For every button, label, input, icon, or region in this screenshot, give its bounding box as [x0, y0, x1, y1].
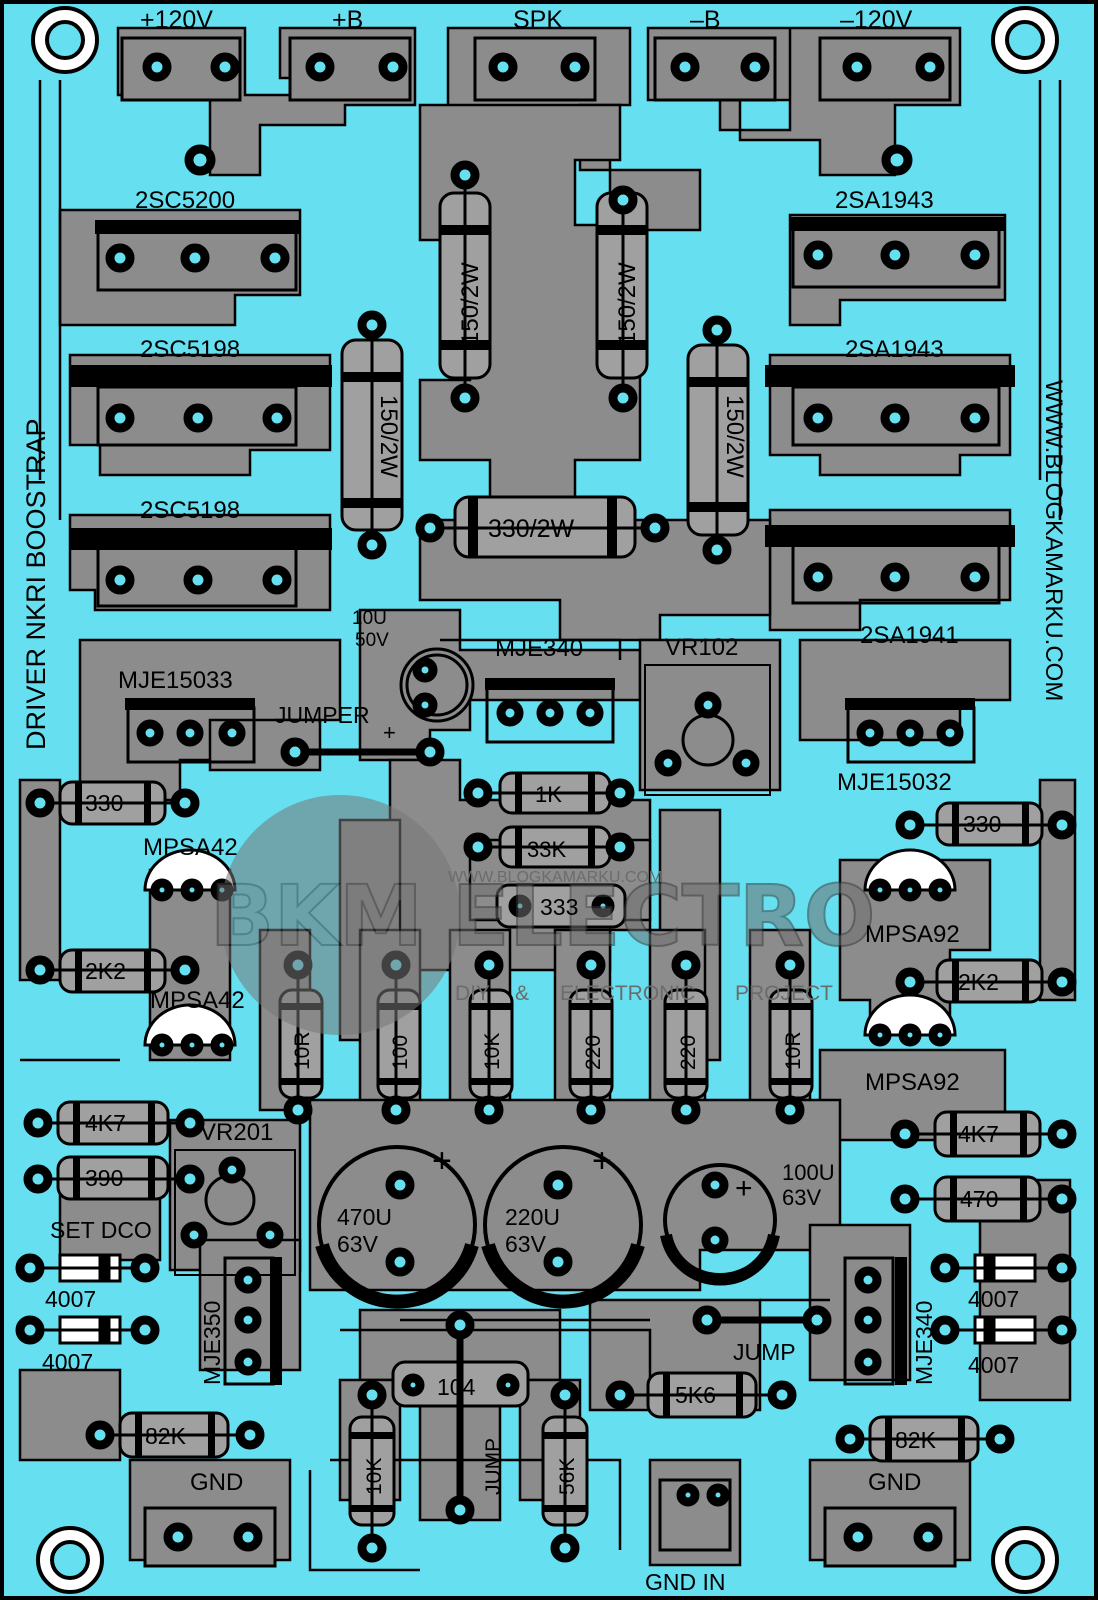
- label-c10u-voltage: 50V: [355, 630, 389, 651]
- label-r82k-right: 82K: [895, 1427, 937, 1453]
- label-2sc5198-a: 2SC5198: [140, 336, 240, 363]
- label-r1k: 1K: [535, 782, 562, 807]
- label-mpsa42-a: MPSA42: [143, 834, 238, 861]
- label-r10r-a: 10R: [291, 1031, 314, 1070]
- board-title: DRIVER NKRI BOOSTRAP: [21, 418, 51, 750]
- label-2sc5198-b: 2SC5198: [140, 497, 240, 524]
- label-gnd-in: GND IN: [645, 1569, 726, 1595]
- label-r330-left: 330: [85, 790, 123, 816]
- label-r150-2: 150/2W: [614, 262, 641, 345]
- label-r150-1: 150/2W: [457, 262, 484, 345]
- label-vr201: VR201: [200, 1119, 273, 1146]
- bkm-electro-watermark: BKM ELECTRO: [209, 795, 876, 1035]
- label-d4007-left-2: 4007: [42, 1349, 93, 1375]
- label-r2k2-left: 2K2: [85, 958, 126, 984]
- label-c100u-voltage: 63V: [782, 1185, 821, 1210]
- watermark-tag-1: DIY: [455, 982, 490, 1005]
- label-2sa1943-b: 2SA1943: [845, 336, 944, 363]
- label-2sa1941: 2SA1941: [860, 622, 959, 649]
- label-d4007-right-2: 4007: [968, 1352, 1019, 1378]
- label-c10u-polarity: +: [383, 720, 396, 745]
- label-r10k-v: 10K: [481, 1033, 504, 1070]
- transistor-labels: 2SC5200 2SC5198 2SC5198 2SA1943 2SA1943 …: [118, 187, 960, 1385]
- label-r150-3: 150/2W: [375, 395, 402, 478]
- electrolytic-caps: [315, 1145, 780, 1309]
- mounting-holes: [31, 6, 1059, 1594]
- label-c470u-polarity: +: [432, 1142, 452, 1180]
- label-c104: 104: [437, 1374, 476, 1400]
- capacitor-labels: 10U 50V + 470U 63V + 220U 63V + 100U 63V…: [337, 608, 835, 1400]
- diode-labels: 4007 4007 4007 4007: [42, 1286, 1019, 1378]
- label-c100u-value: 100U: [782, 1160, 835, 1185]
- label-d4007-right-1: 4007: [968, 1286, 1019, 1312]
- watermark-tag-2: ELECTRONIC: [560, 982, 695, 1005]
- label-mpsa92-a: MPSA92: [865, 921, 960, 948]
- label-mje15032: MJE15032: [837, 769, 952, 796]
- svg-text:BKM ELECTRO: BKM ELECTRO: [210, 867, 875, 965]
- trimmer-bodies: [174, 664, 771, 1276]
- label-mje15033: MJE15033: [118, 667, 233, 694]
- label-r5k6: 5K6: [675, 1382, 716, 1408]
- traces: [20, 80, 1062, 1572]
- trimmer-jumper-labels: VR102 VR201 SET DCO JUMPER JUMP JUMP: [50, 634, 796, 1495]
- label-2sa1943-a: 2SA1943: [835, 187, 934, 214]
- label-mje350: MJE350: [199, 1301, 225, 1385]
- label-c220u-voltage: 63V: [505, 1231, 547, 1257]
- label-vr102: VR102: [665, 634, 738, 661]
- label-plus-b: +B: [332, 6, 363, 34]
- component-leads: [30, 175, 1062, 1548]
- label-minus-b: –B: [690, 6, 721, 34]
- label-r390: 390: [85, 1165, 123, 1191]
- label-jumper-top: JUMPER: [275, 702, 370, 728]
- label-r4k7-left: 4K7: [85, 1110, 126, 1136]
- label-c10u-value: 10U: [352, 608, 387, 629]
- label-mje340-bottom: MJE340: [911, 1301, 937, 1385]
- label-c333: 333: [540, 894, 578, 920]
- label-gnd-left: GND: [190, 1469, 243, 1496]
- label-d4007-left-1: 4007: [45, 1286, 96, 1312]
- resistor-labels: 150/2W 150/2W 150/2W 150/2W 330/2W 1K 33…: [85, 262, 1001, 1495]
- label-r10r-b: 10R: [782, 1031, 805, 1070]
- resistor-bodies: [56, 191, 1044, 1527]
- transistor-outlines: [96, 227, 1001, 1386]
- label-r33k: 33K: [527, 837, 566, 862]
- label-r220-b: 220: [677, 1035, 700, 1070]
- label-mje340-top: MJE340: [495, 635, 583, 662]
- label-jump-bottom: JUMP: [482, 1438, 505, 1495]
- label-r4k7-right: 4K7: [958, 1121, 999, 1147]
- label-r150-4: 150/2W: [721, 395, 748, 478]
- label-set-dco: SET DCO: [50, 1217, 152, 1243]
- label-r330-right: 330: [963, 811, 1001, 837]
- jumper-wires: [295, 748, 817, 1510]
- label-r220-a: 220: [582, 1035, 605, 1070]
- label-jump-right: JUMP: [733, 1339, 796, 1365]
- label-r330-2w: 330/2W: [488, 515, 575, 543]
- label-r2k2-right: 2K2: [958, 969, 999, 995]
- label-gnd-right: GND: [868, 1469, 921, 1496]
- watermark-url: WWW.BLOGKAMARKU.COM: [448, 869, 662, 886]
- label-mpsa42-b: MPSA42: [150, 987, 245, 1014]
- label-minus120v: –120V: [840, 6, 913, 34]
- board-texts: DRIVER NKRI BOOSTRAP WWW.BLOGKAMARKU.COM…: [21, 380, 1067, 1005]
- label-plus120v: +120V: [140, 6, 213, 34]
- label-c100u-polarity: +: [735, 1172, 753, 1205]
- label-c470u-value: 470U: [337, 1204, 392, 1230]
- label-c220u-value: 220U: [505, 1204, 560, 1230]
- label-r470: 470: [960, 1186, 998, 1212]
- watermark-tag-amp: &: [515, 982, 529, 1005]
- label-r82k-left: 82K: [145, 1423, 187, 1449]
- label-r100: 100: [389, 1035, 412, 1070]
- label-2sc5200: 2SC5200: [135, 187, 235, 214]
- label-c220u-polarity: +: [592, 1142, 612, 1180]
- watermark-tag-3: PROJECT: [735, 982, 833, 1005]
- board-url: WWW.BLOGKAMARKU.COM: [1040, 380, 1067, 701]
- label-mpsa92-b: MPSA92: [865, 1069, 960, 1096]
- label-r56k: 56K: [556, 1458, 579, 1495]
- label-spk: SPK: [513, 6, 563, 34]
- label-r10k-bottom: 10K: [363, 1458, 386, 1495]
- label-c470u-voltage: 63V: [337, 1231, 379, 1257]
- header-labels: +120V +B SPK –B –120V GND GND GND IN: [140, 6, 921, 1595]
